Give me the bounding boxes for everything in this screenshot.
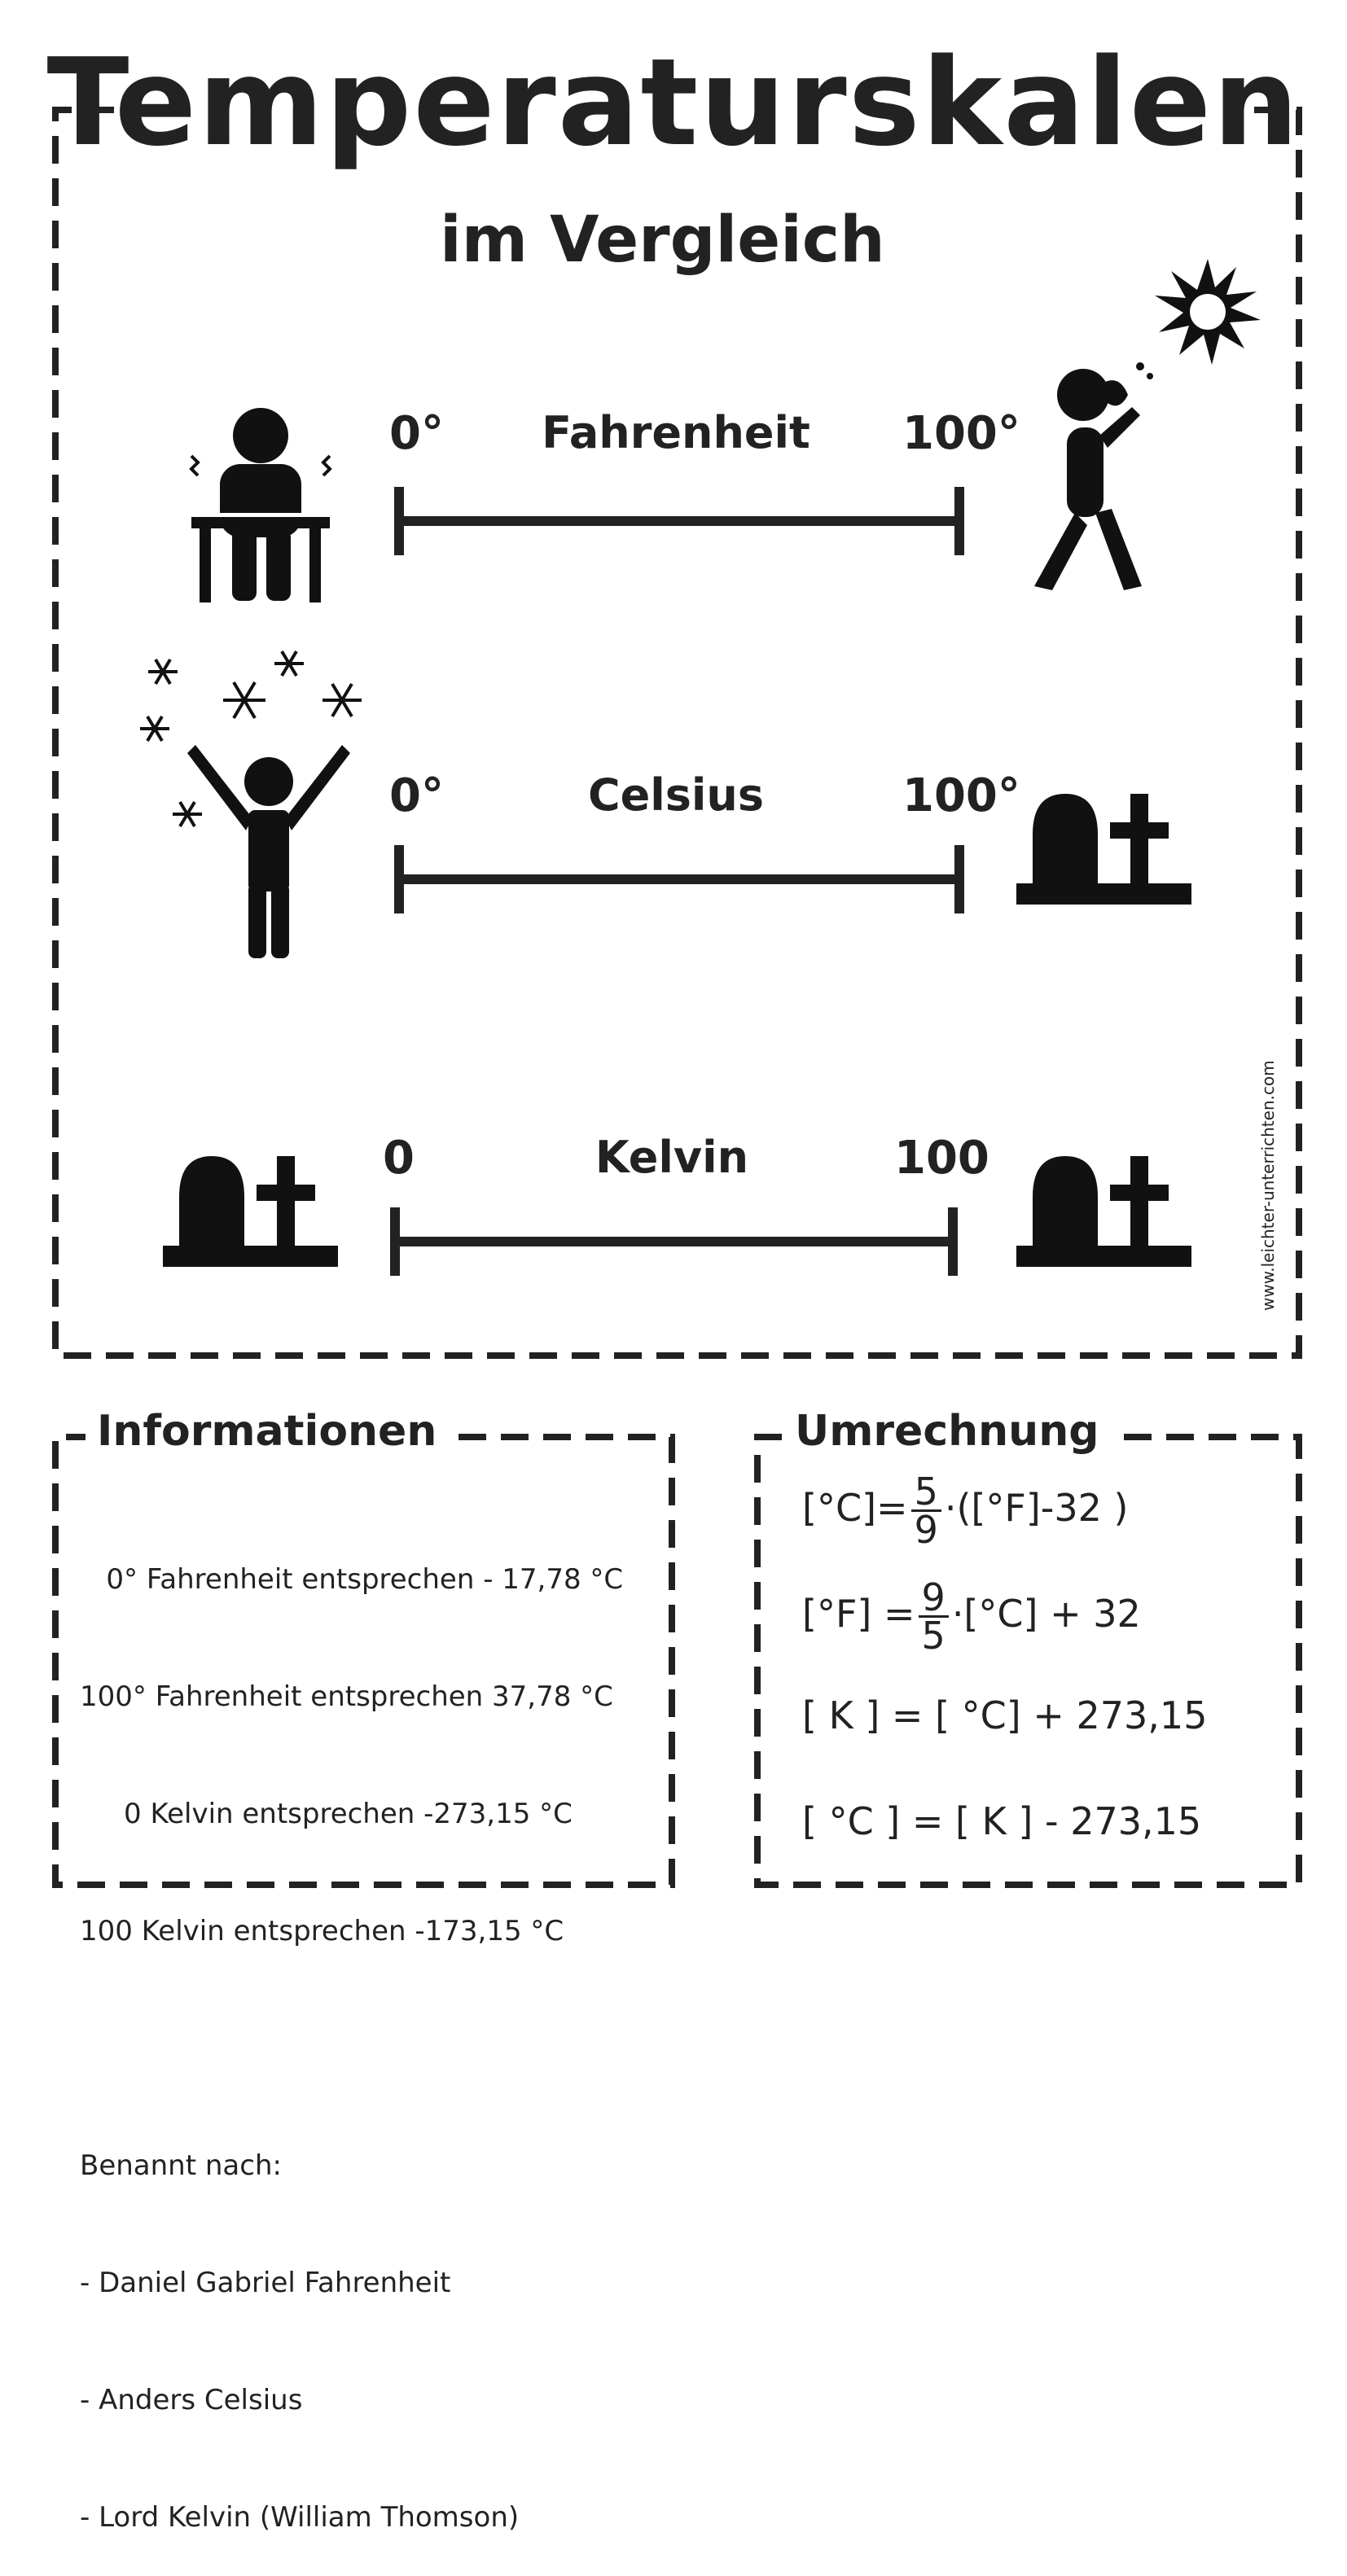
celsius-start-label: 0° xyxy=(389,769,444,822)
named-item: - Daniel Gabriel Fahrenheit xyxy=(80,2267,451,2299)
conversion-box-title: Umrechnung xyxy=(783,1407,1111,1456)
main-frame xyxy=(52,107,1302,1888)
info-line: 100 Kelvin entsprechen -173,15 °C xyxy=(80,1915,564,1947)
kelvin-name: Kelvin xyxy=(595,1132,749,1183)
page-title: Temperaturskalen xyxy=(46,33,1301,173)
sweating-person-icon xyxy=(1034,362,1153,590)
info-line: 0° Fahrenheit entsprechen - 17,78 °C xyxy=(80,1563,624,1596)
formula-celsius-from-kelvin: [ °C ] = [ K ] - 273,15 xyxy=(802,1799,1202,1843)
fraction-denominator: 5 xyxy=(921,1614,946,1658)
fraction-numerator: 5 xyxy=(910,1473,941,1512)
formula-part: [°F] = xyxy=(802,1592,915,1636)
named-heading: Benannt nach: xyxy=(80,2149,282,2182)
formula-part: ·([°F]-32 ) xyxy=(944,1486,1129,1530)
celsius-name: Celsius xyxy=(588,769,764,821)
fahrenheit-start-label: 0° xyxy=(389,407,444,460)
gravestone-icon xyxy=(163,1156,338,1267)
snowflake-icon xyxy=(140,650,362,828)
gravestone-icon xyxy=(1016,794,1191,905)
fraction-denominator: 9 xyxy=(914,1508,938,1552)
kelvin-bar xyxy=(390,1207,958,1276)
watermark: www.leichter-unterrichten.com xyxy=(1258,1060,1278,1311)
fahrenheit-name: Fahrenheit xyxy=(542,407,810,458)
gravestone-icon xyxy=(1016,1156,1191,1267)
shivering-person-icon xyxy=(189,408,332,602)
info-line: 0 Kelvin entsprechen -273,15 °C xyxy=(80,1798,573,1830)
celsius-end-label: 100° xyxy=(902,769,1020,822)
fahrenheit-bar xyxy=(394,487,964,555)
info-lines: 0° Fahrenheit entsprechen - 17,78 °C 100… xyxy=(80,1482,623,2576)
fahrenheit-end-label: 100° xyxy=(902,407,1020,460)
kelvin-end-label: 100 xyxy=(894,1132,989,1185)
celsius-bar xyxy=(394,845,964,913)
kelvin-start-label: 0 xyxy=(383,1132,415,1185)
cheering-person-icon xyxy=(187,745,350,958)
named-item: - Anders Celsius xyxy=(80,2384,303,2416)
formula-part: ·[°C] + 32 xyxy=(951,1592,1141,1636)
formula-part: [°C]= xyxy=(802,1486,908,1530)
scale-bars xyxy=(390,487,964,1276)
formula-kelvin-from-celsius: [ K ] = [ °C] + 273,15 xyxy=(802,1693,1208,1737)
named-item: - Lord Kelvin (William Thomson) xyxy=(80,2501,520,2534)
info-box-title: Informationen xyxy=(86,1407,449,1456)
fraction-numerator: 9 xyxy=(918,1579,949,1618)
sun-icon xyxy=(1155,259,1261,365)
info-line: 100° Fahrenheit entsprechen 37,78 °C xyxy=(80,1680,613,1713)
page-subtitle: im Vergleich xyxy=(440,204,885,277)
